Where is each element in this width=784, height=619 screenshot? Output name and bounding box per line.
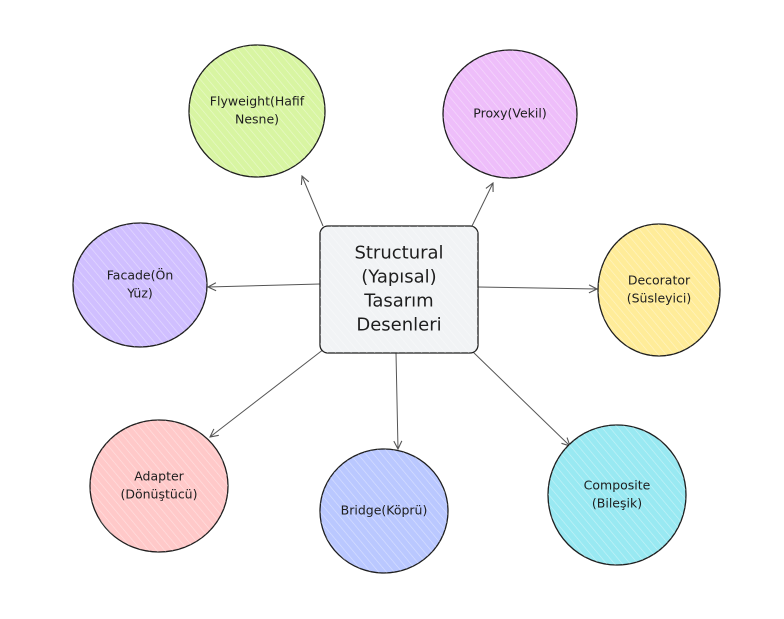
- label-line: Facade(Ön: [107, 267, 174, 283]
- node-bridge-label: Bridge(Köprü): [341, 503, 428, 518]
- node-adapter: Adapter (Dönüştücü): [89, 419, 229, 553]
- node-composite-label: Composite (Bileşik): [584, 478, 651, 511]
- node-proxy-label: Proxy(Vekil): [473, 106, 546, 121]
- label-line: (Dönüştücü): [120, 487, 197, 502]
- node-decorator-label: Decorator (Süsleyici): [627, 273, 692, 306]
- label-line: (Yapısal): [361, 267, 436, 288]
- edges: [208, 176, 597, 449]
- label-line: Tasarım: [363, 291, 433, 312]
- node-decorator: Decorator (Süsleyici): [597, 223, 721, 357]
- node-flyweight-hatch: [189, 45, 325, 177]
- label-line: (Bileşik): [592, 496, 642, 511]
- node-facade-hatch: [73, 223, 207, 347]
- label-line: Desenleri: [356, 315, 441, 336]
- edge-composite: [471, 350, 570, 446]
- node-decorator-hatch: [598, 224, 720, 356]
- label-line: Yüz): [126, 286, 153, 301]
- label-line: Composite: [584, 478, 651, 493]
- node-bridge: Bridge(Köprü): [319, 448, 449, 574]
- node-composite-hatch: [548, 425, 686, 565]
- label-line: Proxy(Vekil): [473, 106, 546, 121]
- label-line: Bridge(Köprü): [341, 503, 428, 518]
- label-line: (Süsleyici): [627, 291, 692, 306]
- edge-adapter: [210, 348, 325, 437]
- edge-decorator: [477, 287, 597, 289]
- label-line: Adapter: [134, 469, 184, 484]
- center-box-hatch: [320, 226, 478, 353]
- label-line: Flyweight(Hafif: [210, 94, 305, 109]
- node-adapter-label: Adapter (Dönüştücü): [120, 469, 197, 502]
- node-proxy: Proxy(Vekil): [442, 49, 578, 179]
- node-proxy-hatch: [443, 50, 577, 178]
- label-line: Structural: [354, 243, 443, 264]
- node-adapter-hatch: [90, 420, 228, 552]
- node-bridge-hatch: [320, 449, 448, 573]
- edge-facade: [208, 284, 321, 287]
- edge-bridge: [396, 352, 398, 449]
- label-line: Decorator: [628, 273, 691, 288]
- node-composite: Composite (Bileşik): [547, 424, 687, 566]
- label-line: Nesne): [235, 112, 279, 127]
- edge-proxy: [471, 183, 493, 227]
- edge-flyweight: [302, 176, 324, 227]
